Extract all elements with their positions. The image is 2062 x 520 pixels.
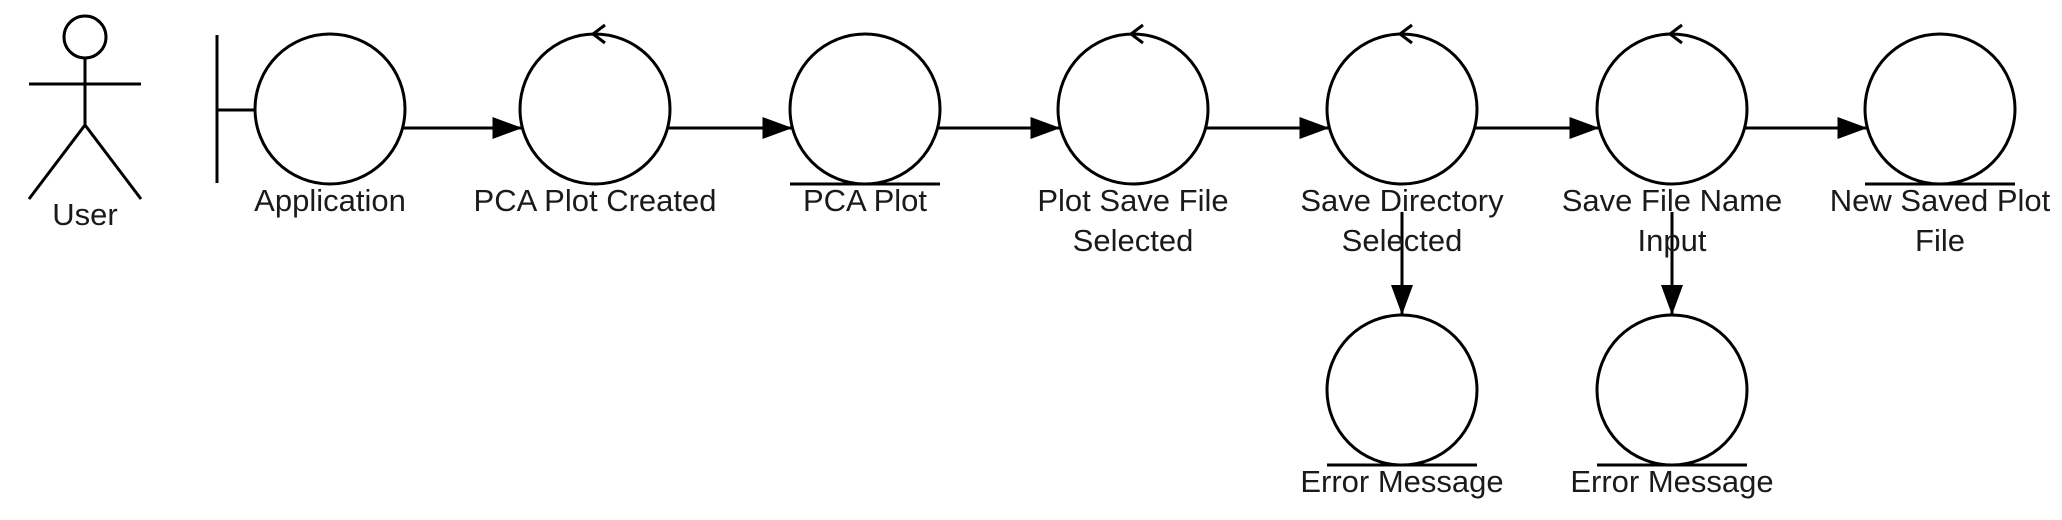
node-label-line: PCA Plot Created [474, 183, 717, 218]
node-label-line: Selected [1342, 223, 1463, 258]
entity-circle [1325, 313, 1479, 467]
node-label-line: Save File Name [1562, 183, 1783, 218]
actor-label: User [52, 197, 117, 232]
boundary-circle [253, 32, 407, 186]
edges [402, 117, 1868, 315]
control-circle [518, 32, 672, 186]
control-arrow-icon [1128, 23, 1144, 45]
node-label-line: Input [1638, 223, 1707, 258]
node-pca-plot[interactable]: PCA Plot [788, 32, 942, 218]
boundary-label: Application [254, 183, 406, 218]
control-arrow-icon [1667, 23, 1683, 45]
node-label-line: File [1915, 223, 1965, 258]
node-label-line: Error Message [1300, 464, 1503, 499]
entity-circle [1863, 32, 2017, 186]
actor-right-leg [83, 124, 143, 200]
actor-left-leg [27, 124, 87, 200]
node-label-line: Selected [1073, 223, 1194, 258]
node-label-line: Plot Save File [1037, 183, 1228, 218]
node-error-message-2[interactable]: Error Message [1570, 313, 1774, 499]
entity-circle [1595, 313, 1749, 467]
actor-head [62, 14, 108, 60]
boundary-application[interactable]: Application [215, 32, 407, 218]
node-label-line: Error Message [1570, 464, 1773, 499]
entity-circle [788, 32, 942, 186]
node-label-line: New Saved Plot [1830, 183, 2051, 218]
node-label-line: PCA Plot [803, 183, 927, 218]
actor-user[interactable]: User [27, 14, 143, 232]
node-pca-plot-created[interactable]: PCA Plot Created [474, 23, 717, 218]
control-circle [1595, 32, 1749, 186]
control-circle [1325, 32, 1479, 186]
control-circle [1056, 32, 1210, 186]
node-label-line: Save Directory [1300, 183, 1504, 218]
control-arrow-icon [1397, 23, 1413, 45]
control-arrow-icon [590, 23, 606, 45]
nodes: PCA Plot Created PCA Plot Plot Save FileSe… [474, 23, 2051, 499]
node-error-message-1[interactable]: Error Message [1300, 313, 1504, 499]
